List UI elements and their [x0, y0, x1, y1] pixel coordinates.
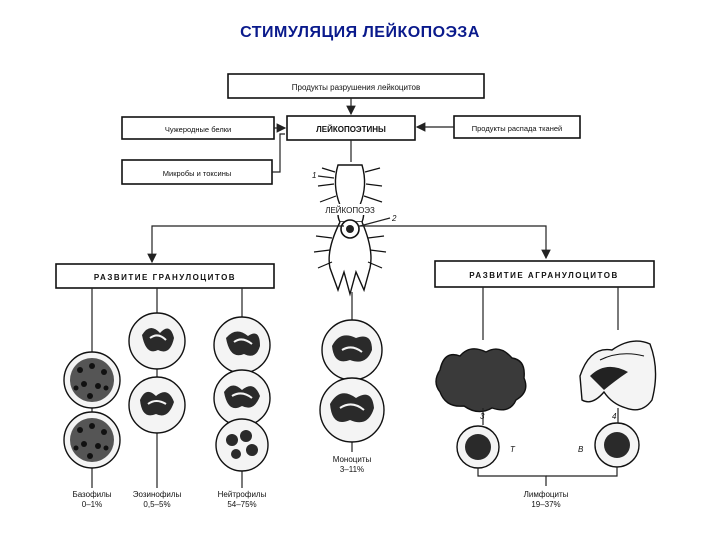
eosinophil-cell-1 — [128, 312, 186, 370]
box-leukopoietins: ЛЕЙКОПОЭТИНЫ — [286, 115, 416, 141]
neutrophil-cell-1 — [213, 316, 271, 374]
line-b-to-label — [546, 467, 618, 477]
box-tissue-decay: Продукты распада тканей — [453, 115, 581, 139]
neutrophil-cell-3 — [215, 418, 269, 472]
label-basophils: Базофилы 0–1% — [72, 490, 111, 509]
box-granulocytes-label: РАЗВИТИЕ ГРАНУЛОЦИТОВ — [94, 273, 236, 282]
basophils-range: 0–1% — [82, 500, 102, 509]
box-tissue-decay-label: Продукты распада тканей — [472, 124, 562, 133]
box-leukopoietins-label: ЛЕЙКОПОЭТИНЫ — [316, 125, 386, 134]
t-lymphocyte-cell — [456, 425, 500, 469]
b-lymphocyte-cell — [594, 422, 640, 468]
eosinophils-name: Эозинофилы — [133, 490, 182, 499]
monocytes-range: 3–11% — [340, 465, 364, 474]
box-foreign-proteins: Чужеродные белки — [121, 116, 275, 140]
arrow-to-granulocytes — [147, 225, 344, 264]
marker-T: T — [510, 445, 516, 454]
lymphocytes-range: 19–37% — [531, 500, 560, 509]
lymphocytes-name: Лимфоциты — [524, 490, 569, 499]
marrow-drawing: ЛЕЙКОПОЭЗ 1 2 — [312, 164, 397, 297]
label-lymphocytes: Лимфоциты 19–37% — [524, 490, 569, 509]
line-t-to-label — [477, 468, 547, 486]
neutrophil-cell-2 — [213, 369, 271, 427]
basophil-cell-top — [63, 351, 121, 409]
marker-4: 4 — [612, 412, 617, 421]
box-agranulocytes: РАЗВИТИЕ АГРАНУЛОЦИТОВ — [434, 260, 655, 288]
box-destruction-label: Продукты разрушения лейкоцитов — [292, 83, 420, 92]
monocyte-cell-1 — [321, 319, 383, 381]
label-monocytes: Моноциты 3–11% — [333, 455, 372, 474]
arrow-to-agranulocytes — [358, 225, 551, 260]
neutrophils-range: 54–75% — [227, 500, 256, 509]
box-granulocytes: РАЗВИТИЕ ГРАНУЛОЦИТОВ — [55, 263, 275, 289]
box-microbes: Микробы и токсины — [121, 159, 273, 185]
basophil-cell-bottom — [63, 411, 121, 469]
neutrophils-name: Нейтрофилы — [218, 490, 267, 499]
thymus-drawing — [579, 340, 657, 411]
eosinophil-cell-2 — [128, 376, 186, 434]
marker-3: 3 — [480, 412, 485, 421]
monocytes-name: Моноциты — [333, 455, 372, 464]
arrow-microbes — [272, 133, 285, 173]
page-title: СТИМУЛЯЦИЯ ЛЕЙКОПОЭЗА — [240, 24, 480, 41]
marker-1: 1 — [312, 171, 316, 180]
box-agranulocytes-label: РАЗВИТИЕ АГРАНУЛОЦИТОВ — [469, 271, 618, 280]
basophils-name: Базофилы — [72, 490, 111, 499]
box-foreign-proteins-label: Чужеродные белки — [165, 125, 231, 134]
lymph-node-drawing — [435, 348, 527, 413]
monocyte-cell-2 — [319, 377, 385, 443]
label-eosinophils: Эозинофилы 0,5–5% — [133, 490, 182, 509]
eosinophils-range: 0,5–5% — [143, 500, 170, 509]
marrow-label: ЛЕЙКОПОЭЗ — [325, 206, 375, 215]
marker-B: B — [578, 445, 584, 454]
box-microbes-label: Микробы и токсины — [163, 169, 231, 178]
box-destruction-products: Продукты разрушения лейкоцитов — [227, 73, 485, 99]
marker-2: 2 — [391, 214, 397, 223]
label-neutrophils: Нейтрофилы 54–75% — [218, 490, 267, 509]
